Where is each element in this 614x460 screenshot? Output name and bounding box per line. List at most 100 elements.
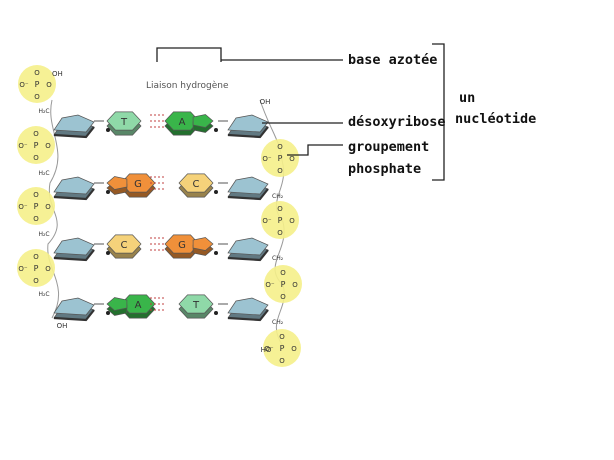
right-sugar-2-edge (227, 188, 269, 201)
right-ch2-3: CH₂ (272, 319, 284, 326)
left-sugar-3 (53, 237, 95, 261)
left-phosphate-3-o-side: O (45, 203, 51, 211)
left-base-letter-2: G (134, 179, 142, 190)
label-base-azotee: base azotée (348, 52, 438, 68)
right-phosphate-1-o-minus: O⁻ (262, 155, 272, 163)
label-un: un (459, 90, 476, 106)
left-phosphate-4-o-top: O (33, 253, 39, 261)
right-base-2-top (178, 173, 214, 193)
right-phosphate-4-glow (263, 329, 301, 367)
left-phosphate-2-glow (17, 126, 55, 164)
left-phosphate-2-p: P (34, 141, 39, 150)
right-phosphate-3-o-side: O (292, 281, 298, 289)
left-phosphate-1-p: P (35, 80, 40, 89)
left-phosphate-1-o-top: O (34, 69, 40, 77)
right-sugar-2 (227, 176, 269, 200)
left-phosphate-4-o-side: O (45, 265, 51, 273)
right-ch2-1: CH₂ (272, 193, 284, 200)
right-base-letter-4: T (192, 300, 200, 311)
atom-dot-l-3 (106, 251, 110, 255)
left-sugar-1-top (53, 114, 95, 133)
left-phosphate-3-o-top: O (33, 191, 39, 199)
right-sugar-2-top (227, 176, 269, 195)
left-phosphate-1-glow (18, 65, 56, 103)
right-sugar-3 (227, 237, 269, 261)
right-ch2-2: CH₂ (272, 255, 284, 262)
left-base-4 (120, 294, 156, 319)
atom-dot-r-2 (214, 190, 218, 194)
left-bottom-oh: OH (57, 322, 68, 330)
left-base-letter-3: C (121, 240, 128, 251)
label-groupement: groupement (348, 139, 430, 155)
left-phosphate-4-o-bottom: O (33, 277, 39, 285)
left-sugar-4-edge (53, 309, 95, 322)
left-ch2-2: H₂C (38, 170, 49, 177)
left-phosphate-2-o-side: O (45, 142, 51, 150)
right-phosphate-1-o-side: O (289, 155, 295, 163)
right-phosphate-2-o-minus: O⁻ (262, 217, 272, 225)
right-phosphate-4-o-side: O (291, 345, 297, 353)
left-phosphate-1-o-side: O (46, 81, 52, 89)
label-phosphate: phosphate (348, 161, 422, 177)
left-phosphate-2-o-minus: O⁻ (18, 142, 28, 150)
right-phosphate-1-o-top: O (277, 143, 283, 151)
right-sugar-4-top (227, 297, 269, 316)
right-base-ring-1-top (192, 114, 214, 128)
label-nucleotide: nucléotide (455, 111, 537, 127)
right-phosphate-2-o-bottom: O (277, 229, 283, 237)
atom-dot-r-3 (214, 251, 218, 255)
right-phosphate-2-glow (261, 201, 299, 239)
right-phosphate-4-o-top: O (279, 333, 285, 341)
left-sugar-3-edge (53, 249, 95, 262)
right-base-ring-3 (192, 237, 214, 256)
right-base-letter-3: G (178, 240, 186, 251)
left-base-letter-1: T (120, 117, 128, 128)
right-base-ring-3-top (192, 237, 214, 251)
left-base-2 (120, 173, 156, 198)
right-base-3-top (164, 234, 200, 254)
dna-structure: POOO⁻OPOOO⁻OPOOO⁻OPOOO⁻OPOOO⁻OPOOO⁻OPOOO… (17, 65, 302, 367)
right-phosphate-4-p: P (280, 344, 285, 353)
right-sugar-4-edge (227, 309, 269, 322)
right-sugar-1-edge (227, 126, 269, 139)
left-sugar-3-top (53, 237, 95, 256)
base-bracket (156, 47, 222, 62)
left-phosphate-4-p: P (34, 264, 39, 273)
right-base-ring-1 (192, 114, 214, 133)
right-phosphate-1-o-bottom: O (277, 167, 283, 175)
right-phosphate-4-o-minus: O⁻ (264, 345, 274, 353)
right-base-1 (164, 111, 200, 136)
annotation-lines (156, 43, 445, 181)
left-phosphate-3-p: P (34, 202, 39, 211)
right-sugar-3-top (227, 237, 269, 256)
left-phosphate-3-o-bottom: O (33, 215, 39, 223)
nucleotide-bracket (432, 43, 445, 181)
right-phosphate-3-p: P (281, 280, 286, 289)
phosphate-pointer-line (287, 144, 343, 156)
left-base-ring-2-top (106, 176, 128, 190)
left-base-letter-4: A (135, 300, 142, 311)
left-phosphate-2-o-top: O (33, 130, 39, 138)
right-phosphate-1-glow (261, 139, 299, 177)
left-sugar-2-edge (53, 188, 95, 201)
atom-dot-l-1 (106, 128, 110, 132)
right-sugar-1-top (227, 114, 269, 133)
atom-dot-l-2 (106, 190, 110, 194)
left-base-1 (106, 111, 142, 136)
hydrogen-bond-label: Liaison hydrogène (146, 80, 229, 91)
right-base-3 (164, 234, 200, 259)
left-base-ring-4 (106, 297, 128, 316)
right-base-2 (178, 173, 214, 198)
left-sugar-1-edge (53, 126, 95, 139)
right-phosphate-2-o-top: O (277, 205, 283, 213)
left-ch2-1: H₂C (38, 108, 49, 115)
left-sugar-4-top (53, 297, 95, 316)
right-base-4 (178, 294, 214, 319)
atom-dot-r-4 (214, 311, 218, 315)
